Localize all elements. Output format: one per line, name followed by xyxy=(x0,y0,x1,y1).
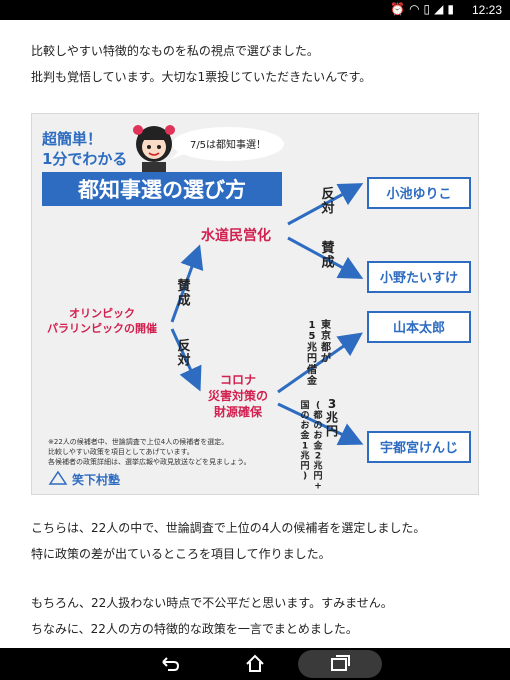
svg-text:笑下村塾: 笑下村塾 xyxy=(72,472,120,487)
infographic-image[interactable]: 超簡単！ 1分でわかる 7/5は都知事選！ 都知事選の選び方 オリンピック パラ… xyxy=(31,113,479,495)
candidate-yamamoto: 山本太郎 xyxy=(367,311,471,343)
alarm-icon: ⏰ xyxy=(390,2,410,16)
school-logo: 笑下村塾 xyxy=(48,470,120,487)
topic-corona-line-3: 財源確保 xyxy=(213,404,263,419)
topic-corona-line-1: コロナ xyxy=(220,373,256,387)
body-line-4: ちなみに、22人の方の特徴的な政策を一言でまとめました。 xyxy=(31,622,358,636)
recent-apps-icon[interactable] xyxy=(298,648,382,680)
root-topic-line-1: オリンピック xyxy=(69,307,135,320)
svg-text:反対: 反対 xyxy=(176,338,190,369)
note-line-1: ※22人の候補者中、世論調査で上位4人の候補者を選定。 xyxy=(48,437,228,446)
note-line-2: 比較しやすい政策を項目としてあげています。 xyxy=(48,447,194,456)
candidate-utsunomiya: 宇都宮けんじ xyxy=(367,431,471,463)
intro-line-1: 比較しやすい特徴的なものを私の視点で選びました。 xyxy=(31,44,319,58)
branch-yes-label: 賛成 xyxy=(177,278,191,309)
svg-text:3兆円: 3兆円 xyxy=(326,397,338,438)
water-yes-label: 賛成 xyxy=(321,240,335,271)
tagline-2: 1分でわかる xyxy=(42,150,127,168)
topic-corona-line-2: 災害対策の xyxy=(208,388,268,403)
battery-icon: ▮ xyxy=(447,2,458,16)
topic-water-privatization: 水道民営化 xyxy=(201,227,271,244)
svg-text:東京都が: 東京都が xyxy=(320,318,332,365)
svg-text:賛成: 賛成 xyxy=(321,240,335,271)
svg-text:小池ゆりこ: 小池ゆりこ xyxy=(386,186,451,202)
status-bar: ⏰◠▯◢▮ 12:23 xyxy=(0,0,510,20)
back-icon[interactable] xyxy=(158,648,182,680)
intro-line-2: 批判も覚悟しています。大切な1票投じていただきたいんです。 xyxy=(31,70,372,84)
infographic-title: 都知事選の選び方 xyxy=(77,178,246,202)
navigation-bar xyxy=(0,648,510,680)
branch-no-label: 反対 xyxy=(176,338,190,369)
clock: 12:23 xyxy=(471,3,502,17)
sim-icon: ▯ xyxy=(423,2,435,16)
svg-text:反対: 反対 xyxy=(320,186,334,217)
speech-bubble xyxy=(172,127,284,161)
signal-icon: ◢ xyxy=(434,2,448,16)
body-line-2: 特に政策の差が出ているところを項目して作りました。 xyxy=(31,547,331,561)
svg-text:賛成: 賛成 xyxy=(177,278,191,309)
tagline-1: 超簡単！ xyxy=(41,130,102,148)
status-icons: ⏰◠▯◢▮ xyxy=(390,2,458,16)
body-line-3: もちろん、22人扱わない時点で不公平だと思います。すみません。 xyxy=(31,596,393,610)
candidate-koike: 小池ゆりこ xyxy=(367,177,471,209)
title-banner xyxy=(42,172,282,206)
svg-text:小野たいすけ: 小野たいすけ xyxy=(380,271,458,286)
svg-text:山本太郎: 山本太郎 xyxy=(393,320,445,336)
note-line-3: 各候補者の政策詳細は、選挙広報や政見放送などを見ましょう。 xyxy=(48,457,251,466)
svg-text:宇都宮けんじ: 宇都宮けんじ xyxy=(380,440,458,456)
root-topic-line-2: パラリンピックの開催 xyxy=(47,321,157,335)
speech-bubble-text: 7/5は都知事選！ xyxy=(190,138,266,151)
body-line-1: こちらは、22人の中で、世論調査で上位の4人の候補者を選定しました。 xyxy=(31,521,426,535)
home-icon[interactable] xyxy=(243,648,267,680)
mascot-avatar xyxy=(133,125,175,172)
water-no-label: 反対 xyxy=(320,186,334,217)
candidate-ono: 小野たいすけ xyxy=(367,261,471,293)
infographic-canvas: 超簡単！ 1分でわかる 7/5は都知事選！ 都知事選の選び方 オリンピック パラ… xyxy=(41,125,471,492)
wifi-icon: ◠ xyxy=(409,2,424,16)
